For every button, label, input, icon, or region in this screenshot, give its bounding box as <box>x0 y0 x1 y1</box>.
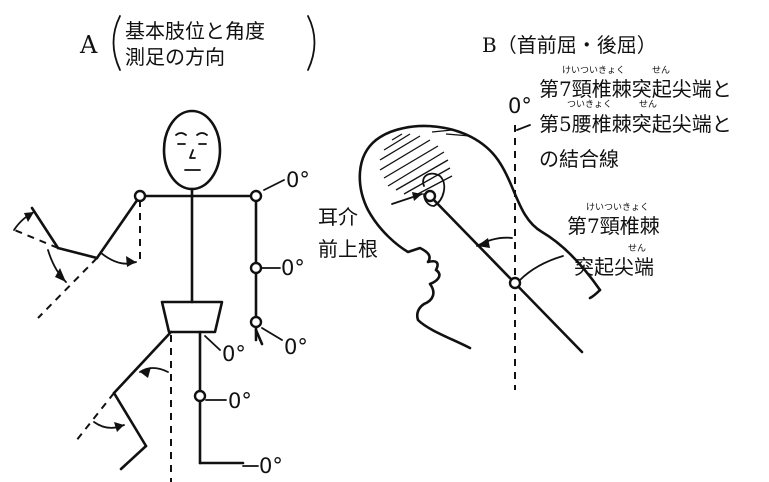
zero-pointer-shoulder <box>263 179 285 191</box>
figure-right-hand <box>254 328 264 346</box>
left-shoulder-joint <box>133 189 147 203</box>
hip-angle-arc <box>139 367 169 373</box>
panel-a: A 基本肢位と角度 測足の方向 <box>11 15 316 482</box>
neck-angle-arrowhead <box>477 238 490 248</box>
figure-right-brow <box>196 132 208 136</box>
wrist-angle-arrowhead-lower <box>55 268 66 282</box>
line-label-row2: 第5腰椎棘突起尖端と <box>539 112 732 136</box>
ear-outline <box>422 172 446 207</box>
wrist-reference-line <box>37 257 98 319</box>
zero-label-elbow: 0° <box>281 256 305 280</box>
figure-left-upper-arm <box>95 194 142 260</box>
figure-nose <box>189 149 196 159</box>
ear-label-line1: 耳介 <box>318 205 358 229</box>
panel-a-letter: A <box>79 31 98 59</box>
ear-label-line2: 前上根 <box>318 237 378 261</box>
zero-label-hip: 0° <box>222 342 246 366</box>
figure-left-shin <box>112 391 148 448</box>
head-outline <box>374 124 602 292</box>
line-label-row1-ruby: けいついきょく せん <box>562 65 670 76</box>
figure-left-thigh <box>112 330 173 395</box>
figure-head <box>162 109 222 191</box>
figure-left-hand <box>30 206 60 250</box>
neck-back-outline <box>588 288 602 300</box>
panel-a-title-line1: 基本肢位と角度 <box>125 19 265 43</box>
panel-b-zero-label: 0° <box>508 94 532 118</box>
hair-hatching <box>379 129 471 197</box>
knee-angle-arrowhead <box>114 422 124 432</box>
zero-label-wrist: 0° <box>284 335 308 359</box>
panel-a-left-paren <box>112 15 121 71</box>
hip-angle-arrowhead <box>140 367 151 378</box>
line-label-row3: の結合線 <box>539 147 619 171</box>
shoulder-angle-arrowhead <box>126 256 136 267</box>
c7-label-row2: 突起尖端 <box>574 255 654 279</box>
panel-b-title: B（首前屈・後屈） <box>482 33 657 57</box>
panel-a-title-line2: 測足の方向 <box>125 45 225 69</box>
line-label-row2-ruby: ついきょく せん <box>567 99 657 110</box>
zero-pointer-wrist <box>261 327 283 341</box>
c7-label-row1: 第7頸椎棘 <box>567 214 660 238</box>
zero-label-knee: 0° <box>228 389 252 413</box>
stick-figure <box>11 109 264 482</box>
right-shoulder-joint <box>249 189 263 203</box>
panel-a-right-paren <box>307 15 316 71</box>
zero-label-ankle: 0° <box>259 454 283 478</box>
zero-to-line-pointer <box>516 124 531 131</box>
panel-a-zero-markers: 0° 0° 0° 0° 0° 0° <box>204 168 310 478</box>
figure-left-brow <box>175 132 187 136</box>
zero-pointer-hip <box>204 335 221 351</box>
zero-label-shoulder: 0° <box>286 168 310 192</box>
c7-label-pointer <box>519 255 564 281</box>
c7-label-row2-ruby: せん <box>628 243 646 254</box>
ear-label-arrowhead <box>412 192 422 201</box>
c7-point <box>508 276 522 290</box>
ear-point <box>423 189 437 203</box>
right-wrist-joint <box>249 315 263 329</box>
head-silhouette <box>358 124 602 350</box>
panel-b: B（首前屈・後屈） 0° <box>318 33 732 390</box>
hand-angle-arrowhead <box>24 212 34 222</box>
right-knee-joint <box>193 389 207 403</box>
right-elbow-joint <box>249 261 263 275</box>
figure-pelvis <box>160 300 224 334</box>
c7-label-row1-ruby: けいついきょく <box>586 202 649 213</box>
figure-left-foot <box>119 444 148 471</box>
ear-c7-line <box>428 194 584 354</box>
hand-reference-line <box>11 228 59 249</box>
line-label-row1: 第7頸椎棘突起尖端と <box>539 77 732 101</box>
face-profile <box>358 138 472 350</box>
figure-left-forearm <box>56 246 99 260</box>
knee-reference-line <box>75 392 115 442</box>
